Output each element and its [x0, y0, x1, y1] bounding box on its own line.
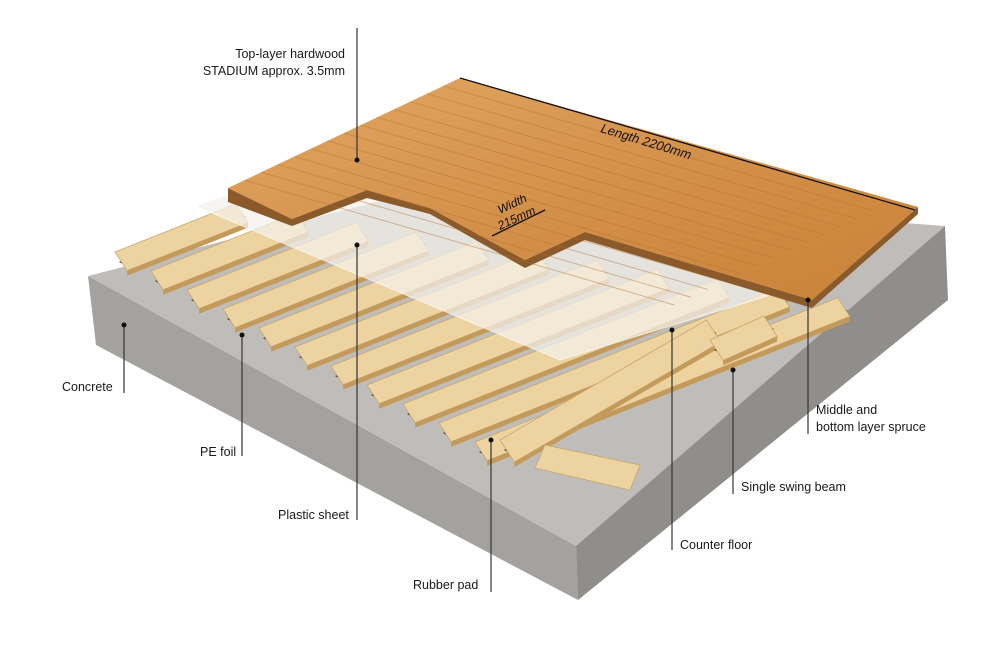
- grain-line: [261, 171, 692, 298]
- leader-lines: [123, 28, 809, 592]
- plastic-sheet-label: Plastic sheet: [278, 508, 349, 522]
- grain-line: [410, 101, 841, 228]
- pe-foil-label: PE foil: [200, 445, 237, 459]
- counter-floor-strip: [534, 444, 641, 491]
- spruce-label: Middle and bottom layer spruce: [816, 402, 926, 436]
- concrete-label: Concrete: [62, 380, 113, 394]
- sleeper-batten-edge: [163, 231, 309, 295]
- hardwood-top-layer: [228, 78, 918, 300]
- top-layer-label: Top-layer hardwood STADIUM approx. 3.5mm: [203, 46, 345, 80]
- spruce-label-line2: bottom layer spruce: [816, 420, 926, 434]
- counter-floor-strips: [499, 315, 778, 491]
- grain-line: [377, 116, 808, 243]
- counter-floor-strip-edge: [514, 342, 721, 468]
- spruce-label-line1: Middle and: [816, 403, 878, 417]
- single-swing-beam-label: Single swing beam: [741, 480, 846, 494]
- grain-line: [277, 163, 708, 290]
- counter-floor-strip-edge: [723, 336, 778, 366]
- grain-line: [327, 140, 758, 267]
- concrete-slab-left-face: [88, 276, 578, 600]
- grain-line: [360, 124, 791, 251]
- grain-line: [426, 93, 857, 220]
- grain-line: [393, 108, 824, 235]
- counter-floor-label: Counter floor: [680, 538, 753, 552]
- top-layer-label-line2: STADIUM approx. 3.5mm: [202, 64, 345, 78]
- width-dimension-line: [491, 209, 546, 237]
- hardwood-grain: [244, 85, 874, 306]
- grain-line: [443, 85, 874, 212]
- grain-line: [343, 132, 775, 259]
- grain-line: [244, 179, 675, 306]
- rubber-pad-label: Rubber pad: [413, 578, 479, 592]
- grain-line: [310, 148, 741, 275]
- sleeper-batten-edge: [127, 222, 248, 276]
- concrete-slab-right-face: [576, 226, 948, 600]
- grain-line: [294, 156, 725, 283]
- length-dimension-line: [459, 77, 916, 211]
- leader-dots: [121, 157, 811, 443]
- top-layer-label-line1: Top-layer hardwood: [235, 47, 345, 61]
